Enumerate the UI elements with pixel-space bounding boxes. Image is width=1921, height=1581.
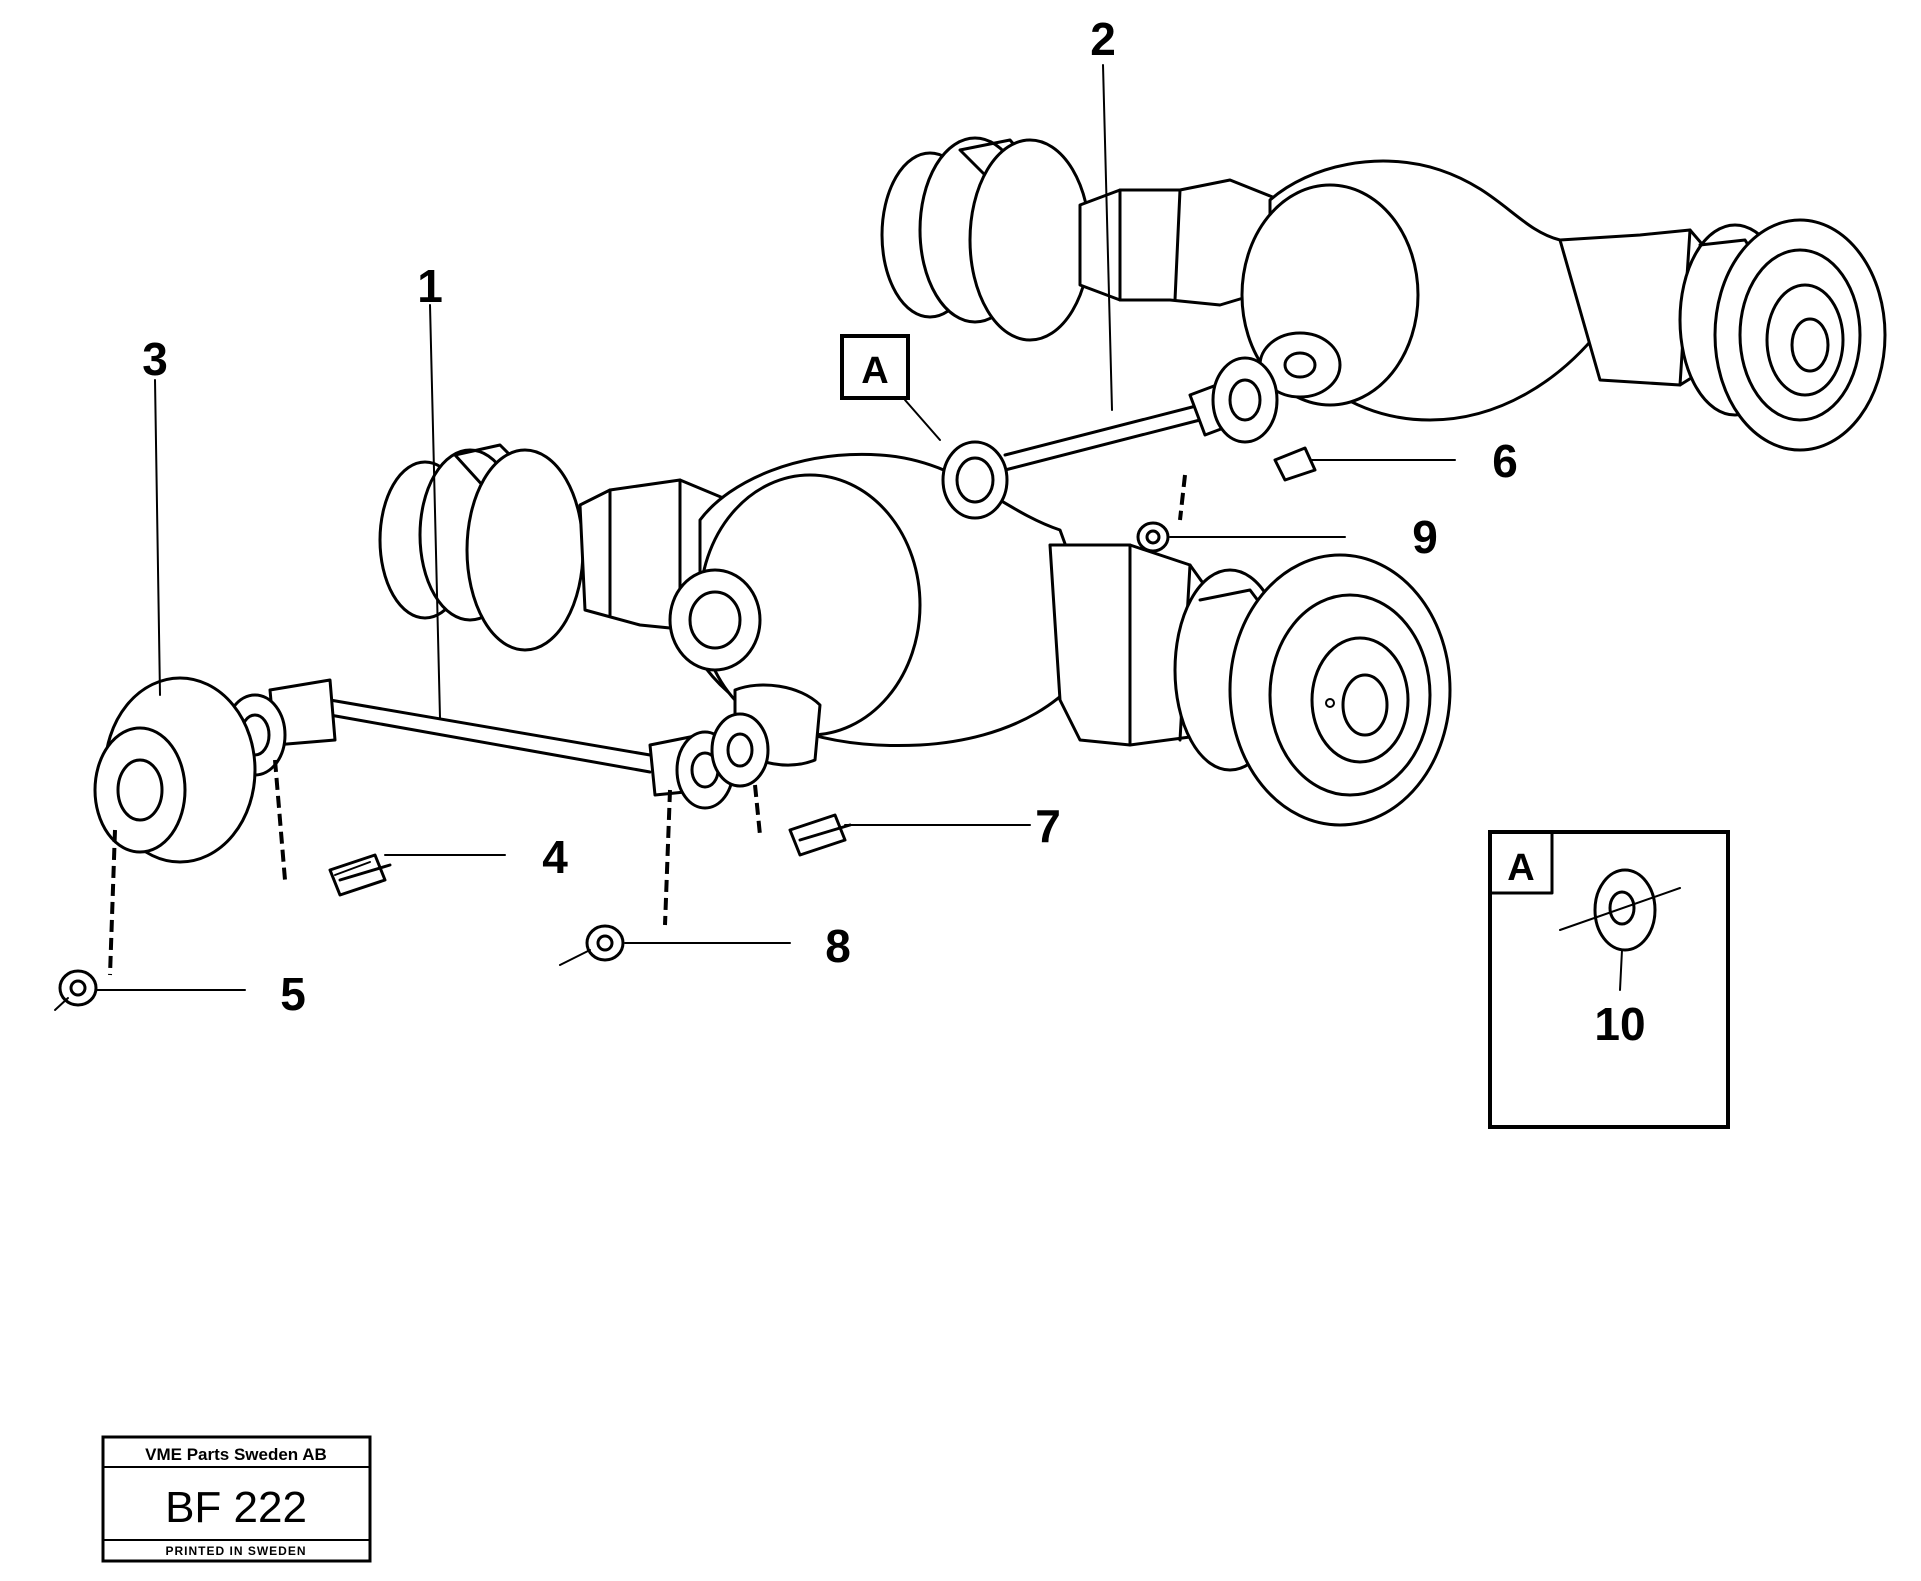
title-block-printed: PRINTED IN SWEDEN (165, 1544, 306, 1558)
nut-8 (585, 924, 625, 962)
propeller-shaft-2 (941, 356, 1279, 520)
title-block: VME Parts Sweden AB BF 222 PRINTED IN SW… (101, 1435, 372, 1563)
title-block-code: BF 222 (165, 1483, 307, 1532)
bolt-7 (788, 813, 852, 857)
callout-4: 4 (542, 831, 568, 883)
assembly-line-7 (753, 784, 762, 836)
front-axle (378, 443, 1452, 827)
svg-text:A: A (861, 350, 888, 392)
assembly-line-5 (108, 829, 117, 976)
callout-1: 1 (417, 260, 443, 312)
callout-2: 2 (1090, 13, 1116, 65)
companion-flange-3 (93, 676, 257, 864)
callout-3: 3 (142, 333, 168, 385)
callout-10: 10 (1594, 998, 1645, 1050)
bolt-4 (328, 853, 392, 897)
rear-axle (880, 136, 1887, 452)
propeller-shaft-1 (223, 678, 770, 810)
bolt-6 (1273, 446, 1317, 482)
assembly-line-4 (273, 759, 287, 881)
assembly-line-9 (1178, 474, 1187, 521)
svg-text:A: A (1507, 847, 1534, 889)
title-block-company: VME Parts Sweden AB (145, 1445, 327, 1464)
callout-9: 9 (1412, 511, 1438, 563)
assembly-line-8 (663, 789, 672, 926)
nut-5 (58, 969, 98, 1007)
detail-box-a: A 10 (1488, 830, 1730, 1129)
callout-7: 7 (1035, 800, 1061, 852)
washer-10 (1559, 868, 1681, 991)
nut-9 (1136, 521, 1170, 553)
leader-lines (54, 64, 1456, 1011)
callout-5: 5 (280, 968, 306, 1020)
callout-6: 6 (1492, 435, 1518, 487)
callout-8: 8 (825, 920, 851, 972)
view-marker-a: A (840, 334, 910, 400)
